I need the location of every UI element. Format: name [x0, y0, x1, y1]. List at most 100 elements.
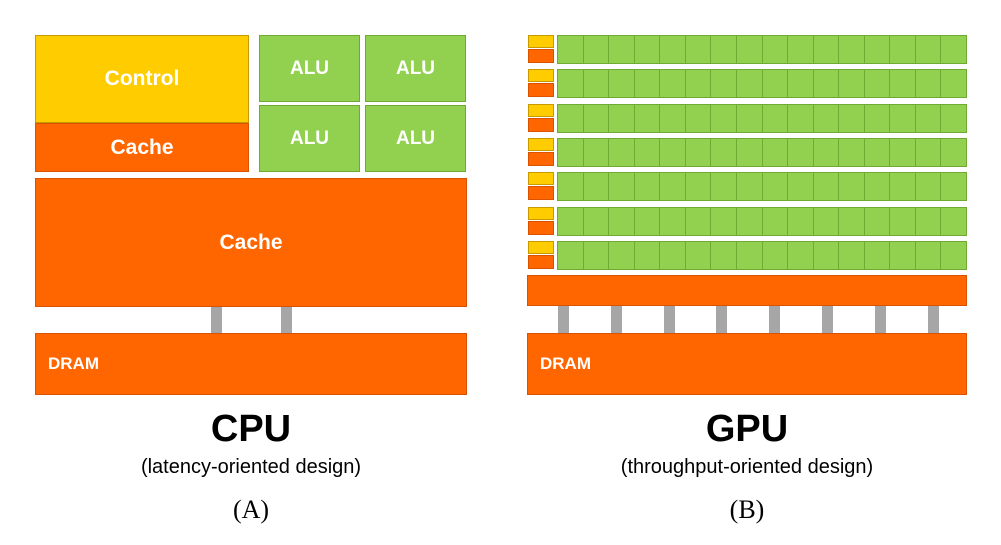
gpu-alu-cell	[660, 208, 686, 236]
gpu-alu-cell	[864, 105, 891, 133]
gpu-alu-cell	[864, 173, 891, 201]
gpu-alu-cell	[634, 70, 661, 98]
gpu-alu-cell	[711, 139, 737, 167]
gpu-cache-unit	[528, 118, 554, 132]
gpu-alu-cell	[941, 70, 967, 98]
gpu-alu-cell	[736, 242, 763, 270]
gpu-alu-cell	[788, 242, 814, 270]
gpu-alu-cell	[813, 208, 840, 236]
gpu-alu-cell	[915, 139, 942, 167]
gpu-alu-cell	[813, 105, 840, 133]
gpu-alu-cell	[609, 208, 635, 236]
gpu-alu-cell	[890, 36, 916, 64]
gpu-alu-cell	[609, 139, 635, 167]
gpu-alu-cell	[813, 242, 840, 270]
gpu-alu-cell	[788, 139, 814, 167]
gpu-alu-cell	[685, 208, 712, 236]
gpu-alu-cell	[813, 173, 840, 201]
gpu-alu-cell	[788, 70, 814, 98]
cpu-subtitle: (latency-oriented design)	[140, 456, 362, 478]
gpu-alu-cell	[609, 70, 635, 98]
gpu-title: GPU	[705, 408, 789, 450]
cpu-alu-block: ALU	[259, 35, 360, 102]
gpu-alu-cell	[736, 208, 763, 236]
gpu-alu-cell	[558, 105, 584, 133]
gpu-memory-bus	[875, 306, 886, 333]
gpu-alu-cell	[839, 139, 865, 167]
gpu-alu-cell	[660, 173, 686, 201]
gpu-cache-unit	[528, 83, 554, 97]
cpu-alu-block: ALU	[259, 105, 360, 172]
gpu-alu-cell	[941, 105, 967, 133]
gpu-cache-unit	[528, 221, 554, 235]
gpu-alu-cell	[762, 242, 789, 270]
gpu-alu-cell	[609, 105, 635, 133]
gpu-alu-cell	[609, 242, 635, 270]
gpu-cache-unit	[528, 49, 554, 63]
gpu-alu-cell	[660, 36, 686, 64]
gpu-alu-cell	[660, 242, 686, 270]
gpu-alu-cell	[839, 242, 865, 270]
gpu-alu-cell	[839, 70, 865, 98]
gpu-memory-bus	[822, 306, 833, 333]
cpu-memory-bus	[211, 307, 222, 333]
gpu-alu-cell	[685, 105, 712, 133]
gpu-alu-cell	[634, 105, 661, 133]
gpu-alu-cell	[711, 105, 737, 133]
gpu-alu-cell	[660, 139, 686, 167]
gpu-alu-cell	[915, 70, 942, 98]
gpu-shared-cache-block	[527, 275, 967, 306]
gpu-control-unit	[528, 207, 554, 220]
gpu-alu-cell	[736, 70, 763, 98]
gpu-alu-cell	[583, 105, 610, 133]
gpu-alu-cell	[813, 70, 840, 98]
gpu-alu-cell	[788, 208, 814, 236]
gpu-alu-cell	[583, 208, 610, 236]
gpu-memory-bus	[664, 306, 675, 333]
gpu-alu-cell	[762, 105, 789, 133]
gpu-alu-row	[557, 241, 967, 270]
gpu-alu-cell	[558, 173, 584, 201]
gpu-memory-bus	[611, 306, 622, 333]
gpu-alu-cell	[711, 36, 737, 64]
gpu-alu-cell	[813, 139, 840, 167]
gpu-alu-cell	[890, 105, 916, 133]
gpu-alu-cell	[736, 36, 763, 64]
gpu-alu-cell	[890, 173, 916, 201]
gpu-alu-cell	[788, 173, 814, 201]
gpu-alu-cell	[685, 70, 712, 98]
gpu-alu-cell	[941, 242, 967, 270]
gpu-alu-cell	[634, 242, 661, 270]
gpu-alu-row	[557, 207, 967, 236]
gpu-alu-cell	[813, 36, 840, 64]
gpu-alu-cell	[788, 36, 814, 64]
cpu-memory-bus	[281, 307, 292, 333]
cpu-cache-large-block: Cache	[35, 178, 467, 307]
gpu-alu-cell	[558, 208, 584, 236]
gpu-control-unit	[528, 138, 554, 151]
cpu-cache-small-block: Cache	[35, 123, 249, 172]
gpu-alu-cell	[915, 242, 942, 270]
gpu-alu-cell	[583, 70, 610, 98]
gpu-memory-bus	[928, 306, 939, 333]
gpu-alu-cell	[941, 173, 967, 201]
gpu-control-unit	[528, 69, 554, 82]
gpu-alu-cell	[890, 242, 916, 270]
gpu-subtitle: (throughput-oriented design)	[620, 456, 874, 478]
cpu-alu-block: ALU	[365, 35, 466, 102]
gpu-alu-cell	[634, 139, 661, 167]
gpu-alu-cell	[583, 36, 610, 64]
gpu-alu-cell	[864, 208, 891, 236]
gpu-alu-cell	[736, 173, 763, 201]
gpu-alu-cell	[711, 173, 737, 201]
gpu-alu-cell	[558, 70, 584, 98]
gpu-alu-cell	[839, 36, 865, 64]
gpu-memory-bus	[716, 306, 727, 333]
gpu-alu-cell	[583, 242, 610, 270]
cpu-dram-block: DRAM	[35, 333, 467, 395]
cpu-title: CPU	[210, 408, 292, 450]
gpu-dram-block: DRAM	[527, 333, 967, 395]
gpu-control-unit	[528, 35, 554, 48]
gpu-alu-cell	[558, 139, 584, 167]
cpu-control-block: Control	[35, 35, 249, 123]
